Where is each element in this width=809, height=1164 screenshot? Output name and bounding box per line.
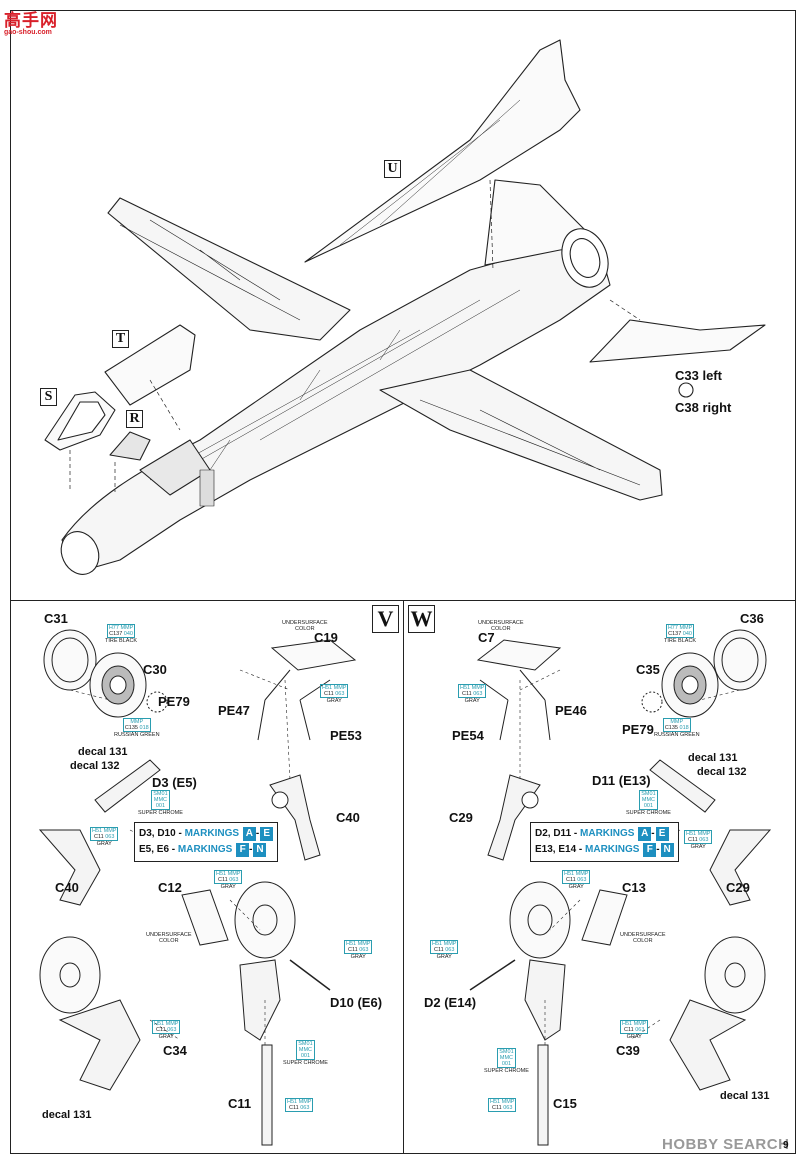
site-logo: 高手网 gao-shou.com (4, 6, 58, 36)
watermark: HOBBY SEARCH (662, 1136, 790, 1153)
v-label-c40-left: C40 (55, 880, 79, 895)
v-label-decal131-bottom: decal 131 (42, 1109, 92, 1121)
v-label-c12: C12 (158, 880, 182, 895)
w-label-c39: C39 (616, 1043, 640, 1058)
part-r-coaming (109, 431, 151, 461)
left-wing (107, 197, 351, 341)
v-label-decal131: decal 131 (78, 746, 128, 758)
w-markings-row-1: D2, D11 - MARKINGS A-E (535, 826, 674, 842)
section-letter-w: W (408, 605, 435, 633)
w-label-c13: C13 (622, 880, 646, 895)
v-label-c40-right: C40 (336, 810, 360, 825)
section-divider-vertical (403, 600, 404, 1154)
v-label-decal132: decal 132 (70, 760, 120, 772)
aircraft-assembly-drawing (44, 39, 766, 575)
part-c33-ventral-fin (589, 319, 766, 363)
part-t-canopy-rear (104, 324, 196, 406)
w-paint-undersurface-2: UNDERSURFACE COLOR (620, 932, 666, 944)
w-label-pe54: PE54 (452, 728, 484, 743)
v-label-c31: C31 (44, 611, 68, 626)
step-letter-r: R (126, 410, 143, 428)
v-label-c30: C30 (143, 662, 167, 677)
page-number: 9 (783, 1140, 789, 1151)
w-label-c15: C15 (553, 1096, 577, 1111)
w-markings-box: D2, D11 - MARKINGS A-E E13, E14 - MARKIN… (530, 822, 679, 862)
w-label-c36: C36 (740, 611, 764, 626)
part-u-stabilizer (304, 39, 581, 263)
w-label-c29-right: C29 (726, 880, 750, 895)
w-label-pe46: PE46 (555, 703, 587, 718)
v-label-d10: D10 (E6) (330, 995, 383, 1010)
w-label-c35: C35 (636, 662, 660, 677)
v-label-d3: D3 (E5) (152, 775, 197, 790)
v-label-c34: C34 (163, 1043, 187, 1058)
w-paint-undersurface: UNDERSURFACE COLOR (478, 620, 524, 632)
nose-cone (60, 531, 100, 575)
w-markings-row-2: E13, E14 - MARKINGS F-N (535, 842, 674, 858)
part-label-c33: C33 left (675, 368, 722, 383)
v-label-c11: C11 (228, 1096, 252, 1111)
section-letter-v: V (372, 605, 399, 633)
w-label-decal132: decal 132 (697, 766, 747, 778)
v-label-pe53: PE53 (330, 728, 362, 743)
v-markings-row-1: D3, D10 - MARKINGS A-E (139, 826, 274, 842)
w-label-d2: D2 (E14) (424, 995, 477, 1010)
part-label-c38: C38 right (675, 400, 732, 415)
step-letter-u: U (384, 160, 401, 178)
site-logo-url: gao-shou.com (4, 29, 52, 36)
right-wing (379, 369, 663, 501)
step-letter-s: S (40, 388, 57, 406)
v-label-pe79: PE79 (158, 694, 190, 709)
step-letter-t: T (112, 330, 129, 348)
v-markings-box: D3, D10 - MARKINGS A-E E5, E6 - MARKINGS… (134, 822, 279, 862)
v-label-pe47: PE47 (218, 703, 250, 718)
w-label-decal131: decal 131 (688, 752, 738, 764)
v-markings-row-2: E5, E6 - MARKINGS F-N (139, 842, 273, 858)
w-label-pe79: PE79 (622, 722, 654, 737)
w-label-d11: D11 (E13) (592, 773, 651, 788)
v-paint-undersurface: UNDERSURFACE COLOR (282, 620, 328, 632)
v-paint-undersurface-2: UNDERSURFACE COLOR (146, 932, 192, 944)
v-label-c19: C19 (314, 630, 338, 645)
w-label-c29-left: C29 (449, 810, 473, 825)
w-label-c7: C7 (478, 630, 495, 645)
w-label-decal131-bottom: decal 131 (720, 1090, 770, 1102)
site-logo-text: 高手网 (4, 11, 58, 30)
fuselage (61, 244, 611, 573)
